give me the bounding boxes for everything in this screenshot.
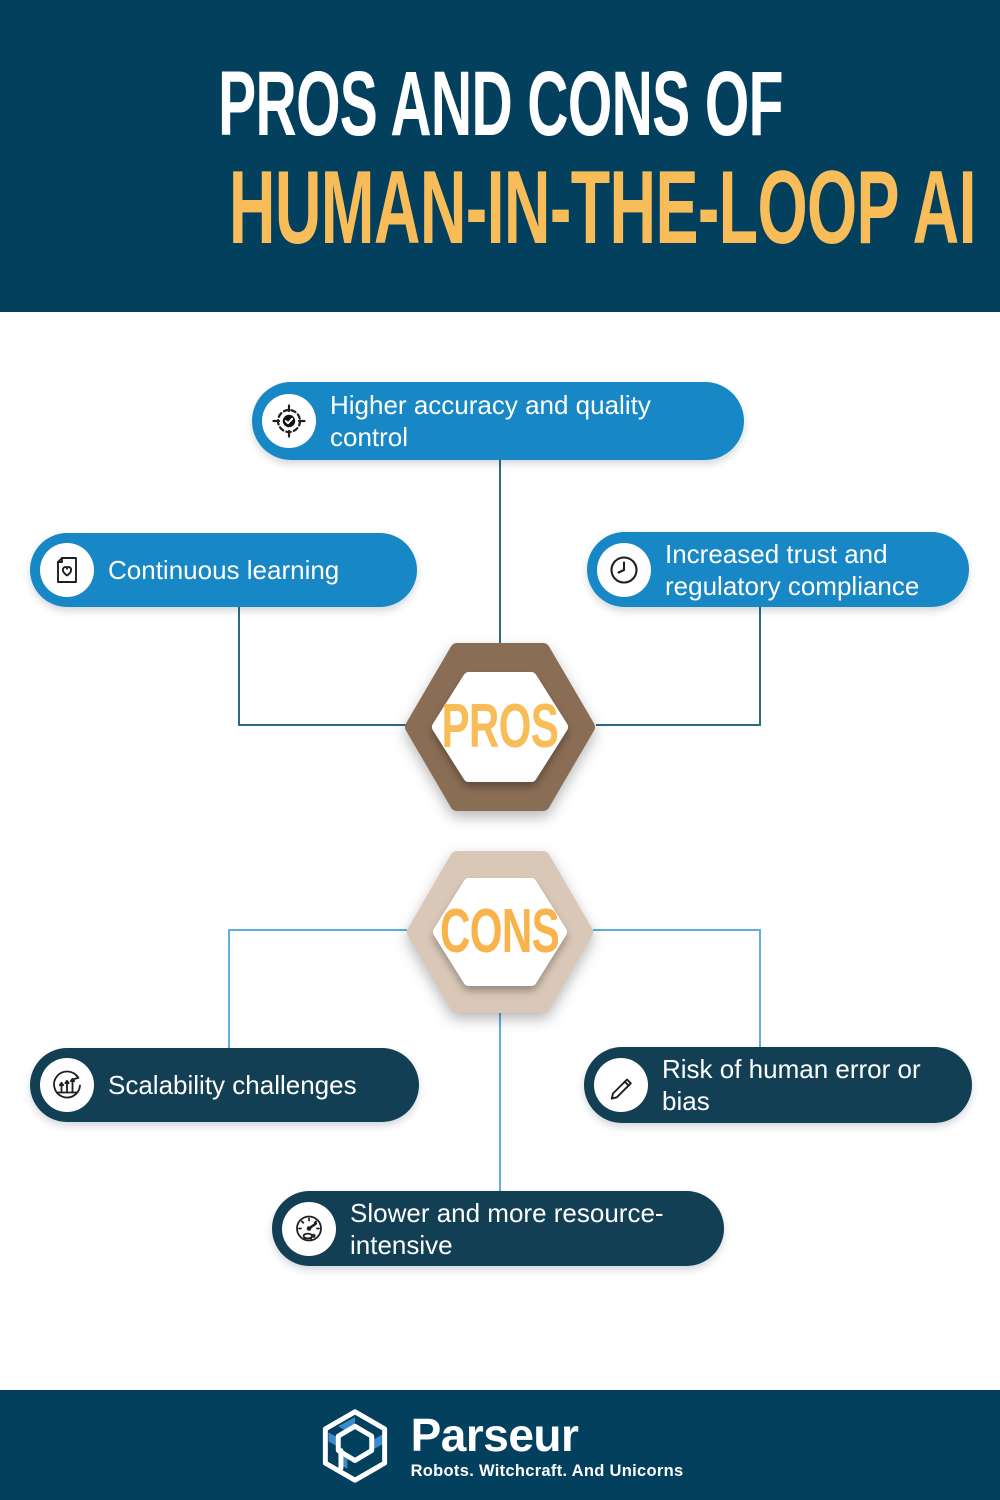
connector-line: [228, 929, 230, 1050]
clock-icon: [597, 542, 651, 597]
parseur-logo-icon: [317, 1408, 393, 1484]
pro-item-label: Higher accuracy and quality control: [330, 390, 651, 452]
header-band: PROS AND CONS OF HUMAN-IN-THE-LOOP AI: [0, 0, 1000, 312]
con-item-label: Scalability challenges: [108, 1070, 357, 1100]
connector-line: [238, 605, 240, 726]
brand-tagline: Robots. Witchcraft. And Unicorns: [410, 1461, 684, 1480]
con-item-slower: Slower and more resource-intensive: [272, 1191, 724, 1266]
document-heart-icon: [40, 543, 94, 597]
brand-name: Parseur: [410, 1408, 579, 1461]
pros-label: PROS: [441, 692, 559, 761]
cons-hexagon: CONS: [405, 848, 595, 1016]
connector-line: [499, 459, 501, 643]
title-line-2: HUMAN-IN-THE-LOOP AI: [228, 150, 977, 266]
footer-band: [0, 1390, 1000, 1500]
cons-label: CONS: [440, 897, 560, 966]
pro-item-trust: Increased trust and regulatory complianc…: [587, 532, 969, 607]
connector-line: [593, 929, 761, 931]
con-item-scalability: Scalability challenges: [30, 1048, 419, 1122]
con-item-label: Risk of human error or bias: [662, 1054, 921, 1116]
pro-item-accuracy: Higher accuracy and quality control: [252, 382, 744, 460]
target-check-icon: [262, 394, 316, 448]
pro-item-learning: Continuous learning: [30, 533, 417, 607]
speedometer-turtle-icon: [282, 1201, 336, 1256]
connector-line: [238, 724, 409, 726]
con-item-label: Slower and more resource-intensive: [350, 1197, 664, 1260]
pro-item-label: Increased trust and regulatory complianc…: [665, 538, 920, 601]
connector-line: [228, 929, 407, 931]
connector-line: [596, 724, 761, 726]
pencil-icon: [594, 1058, 648, 1112]
growth-chart-icon: [40, 1058, 94, 1112]
brand-block: Parseur Robots. Witchcraft. And Unicorns: [411, 1412, 684, 1481]
con-item-bias: Risk of human error or bias: [584, 1047, 972, 1123]
pro-item-label: Continuous learning: [108, 555, 340, 585]
title-line-1: PROS AND CONS OF: [217, 53, 783, 155]
footer-logo: Parseur Robots. Witchcraft. And Unicorns: [0, 1398, 1000, 1494]
connector-line: [499, 1013, 501, 1193]
connector-line: [759, 929, 761, 1049]
pros-hexagon: PROS: [405, 640, 595, 814]
page-title: PROS AND CONS OF HUMAN-IN-THE-LOOP AI: [0, 58, 1000, 260]
connector-line: [759, 605, 761, 726]
